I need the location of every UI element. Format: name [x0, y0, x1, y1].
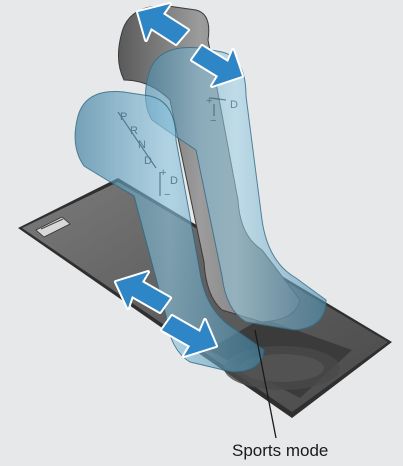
svg-text:+: + [206, 95, 212, 107]
svg-text:−: − [164, 189, 170, 201]
svg-text:−: − [210, 115, 216, 127]
svg-text:D: D [230, 99, 238, 111]
svg-text:+: + [160, 167, 166, 179]
svg-text:N: N [138, 139, 146, 151]
svg-text:D: D [170, 175, 178, 187]
sports-mode-caption: Sports mode [232, 441, 392, 461]
